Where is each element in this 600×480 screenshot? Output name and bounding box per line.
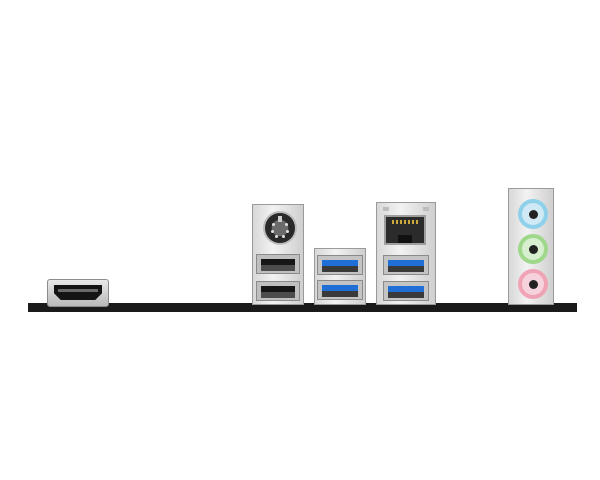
usb2-port-icon	[256, 254, 300, 274]
ps2-pin	[275, 235, 278, 238]
lan-led-icon	[423, 207, 429, 211]
hdmi-opening	[54, 285, 102, 300]
usb3-cavity	[388, 266, 424, 272]
audio-jack-hole	[529, 245, 538, 254]
ps2-pin	[271, 230, 274, 233]
rj45-contacts	[392, 220, 418, 224]
ps2-usb2-stack	[252, 204, 304, 305]
usb3-cavity	[388, 292, 424, 298]
usb3-port-icon	[383, 255, 429, 275]
audio-jack-icon	[518, 199, 548, 229]
ps2-pin	[282, 235, 285, 238]
hdmi-port-icon	[47, 279, 109, 307]
usb3-cavity	[322, 291, 358, 297]
ps2-pin	[272, 223, 275, 226]
audio-jack-hole	[529, 280, 538, 289]
usb3-tongue	[322, 260, 358, 266]
ps2-port-icon	[263, 211, 297, 245]
usb3-tongue	[322, 285, 358, 291]
usb3-port-icon	[317, 280, 363, 300]
audio-jack-stack	[508, 188, 554, 305]
hdmi-contacts	[58, 289, 98, 292]
usb2-port-icon	[256, 281, 300, 301]
lan-led-icon	[383, 207, 389, 211]
usb3-port-icon	[317, 255, 363, 275]
usb3-tongue	[388, 260, 424, 266]
usb2-tongue	[261, 259, 295, 265]
usb3-stack-left	[314, 248, 366, 305]
usb3-tongue	[388, 286, 424, 292]
ps2-key	[278, 216, 282, 222]
io-shield-strip	[28, 303, 577, 312]
rj45-port-icon	[384, 215, 426, 245]
usb2-cavity	[261, 265, 295, 271]
usb3-port-icon	[383, 281, 429, 301]
lan-usb3-stack	[376, 202, 436, 305]
audio-jack-icon	[518, 269, 548, 299]
rj45-notch	[398, 235, 412, 243]
usb2-tongue	[261, 286, 295, 292]
audio-jack-icon	[518, 234, 548, 264]
usb2-cavity	[261, 292, 295, 298]
usb3-cavity	[322, 266, 358, 272]
ps2-pin	[285, 223, 288, 226]
ps2-pin	[286, 230, 289, 233]
audio-jack-hole	[529, 210, 538, 219]
